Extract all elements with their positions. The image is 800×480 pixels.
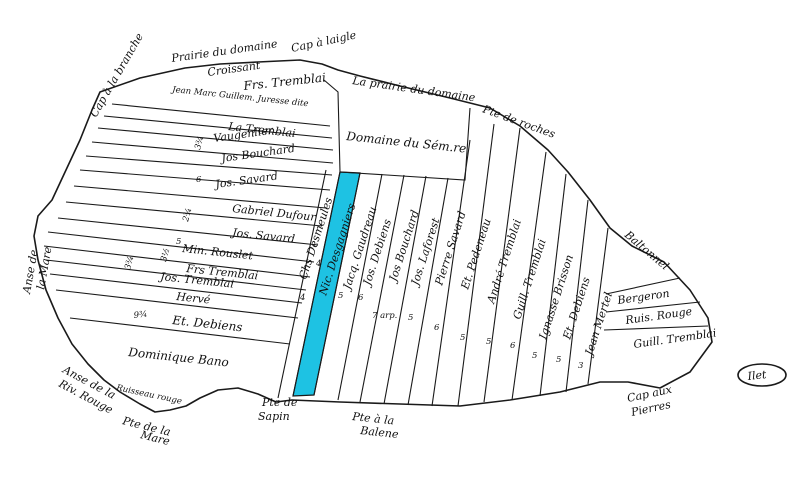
west-number-7: 9¾ — [133, 309, 148, 321]
lot-jos-bouchard-w: Jos Bouchard — [219, 142, 296, 165]
east-lot-13-num: 3 — [578, 361, 583, 371]
east-lot-12-num: 5 — [556, 355, 561, 365]
lot-gabriel-dufour: Gabriel Dufour — [232, 202, 317, 224]
lot-frs-tremblai-top: Frs. Tremblai — [242, 70, 327, 93]
east-lot-6-num: 5 — [408, 313, 413, 323]
label-la-prairie-domaine: La prairie du domaine — [351, 74, 477, 104]
east-lot-10-num: 6 — [510, 341, 516, 351]
west-number-3: 2¾ — [180, 207, 194, 224]
east-lot-5-num: 7 arp. — [372, 311, 397, 321]
east-lot-lines — [277, 123, 609, 407]
west-number-1: 3¾ — [192, 135, 206, 151]
east-lot-13-name: Jean Mertel — [582, 290, 615, 359]
lot-jean-marc: Jean Marc Guillem. Juresse dite — [170, 85, 309, 109]
east-lot-1-num: 4 — [299, 293, 305, 303]
east-lot-10-name: Guill. Tremblai — [510, 237, 548, 321]
east-lot-9-num: 5 — [486, 337, 491, 347]
lot-min-rouslet: Min. Rouslet — [181, 242, 254, 263]
east-lot-4-num: 6 — [358, 293, 364, 303]
domaine-label: Domaine du Sém.re — [345, 129, 467, 156]
east-lot-2-num: 4 — [315, 259, 321, 269]
label-pte-sapin-1: Pte de — [261, 396, 298, 409]
west-number-5: 3¾ — [122, 255, 136, 271]
label-pte-balene-1: Pte à la — [351, 410, 395, 427]
lot-guill-tremblai-e: Guill. Tremblai — [633, 326, 718, 351]
east-lot-7-num: 6 — [434, 323, 440, 333]
west-number-2: 6 — [196, 175, 202, 185]
west-number-4: 5 — [176, 237, 181, 247]
lot-ruis-rouge: Ruis. Rouge — [624, 305, 694, 327]
lot-jos-savard-1: Jos. Savard — [213, 169, 279, 191]
label-baltonnel: Baltonnel — [621, 228, 671, 273]
far-east-lines — [603, 277, 709, 331]
label-prairie-domaine-2: Croissant — [207, 59, 262, 79]
label-ilet: Ilet — [746, 368, 768, 383]
label-cap-a-laigle: Cap à laigle — [290, 28, 358, 55]
west-lot-lines — [43, 103, 334, 345]
label-ruisseau-rouge: Ruisseau rouge — [114, 383, 182, 407]
east-lot-8-num: 5 — [460, 333, 465, 343]
label-pte-sapin-2: Sapin — [258, 410, 290, 423]
lot-dominique-bano: Dominique Bano — [127, 345, 230, 370]
lot-herve: Hervé — [175, 290, 212, 307]
lot-jos-savard-2: Jos. Savard — [230, 226, 296, 246]
east-lot-3-num: 5 — [338, 291, 343, 301]
ilet-island — [737, 363, 787, 387]
label-prairie-domaine-1: Prairie du domaine — [170, 37, 279, 65]
island-coastline — [33, 59, 713, 413]
label-pte-balene-2: Balene — [359, 424, 400, 441]
west-number-6: 3½ — [158, 247, 172, 263]
east-lot-11-num: 5 — [532, 351, 537, 361]
